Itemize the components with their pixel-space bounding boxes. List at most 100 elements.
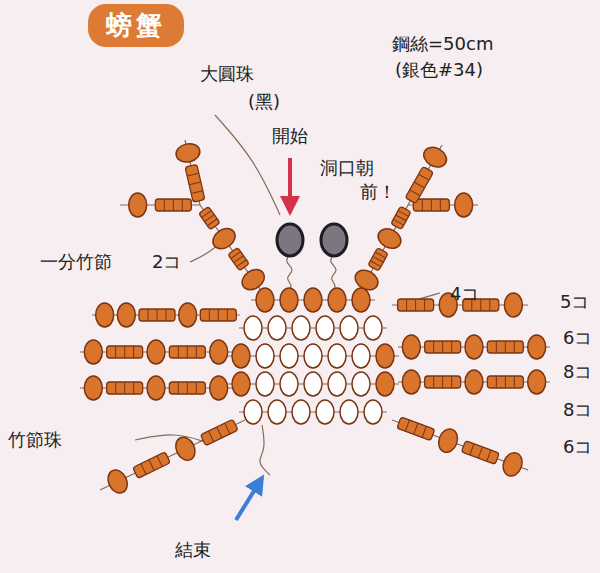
bamboo-bead [425,341,461,353]
bamboo-bead [169,346,205,358]
round-bead [256,344,274,368]
round-bead [364,400,382,424]
round-bead [280,372,298,396]
bamboo-bead [139,309,175,321]
round-bead [328,344,346,368]
bamboo-bead [391,206,411,229]
count-label: 5コ [560,292,589,313]
round-bead [280,288,298,312]
bamboo-bead [200,419,238,445]
bead-color: (黑) [248,92,280,113]
round-bead [117,303,135,327]
bamboo-bead [199,207,220,230]
bamboo-bead [425,376,461,388]
round-bead [256,372,274,396]
round-bead [455,193,473,217]
eye-bead [277,224,303,256]
bamboo-bead [155,199,191,211]
bead-name: 竹節珠 [8,430,62,451]
round-bead [147,340,165,364]
hole-note: 前！ [360,182,396,203]
wire-length: 鋼絲=50cm [392,34,493,55]
round-bead [280,344,298,368]
bamboo-bead [200,309,236,321]
round-bead [465,370,483,394]
round-bead [340,316,358,340]
round-bead [244,400,262,424]
round-bead [352,344,370,368]
round-bead [316,400,334,424]
round-bead [402,370,420,394]
round-bead [465,335,483,359]
round-bead [147,376,165,400]
bamboo-bead [228,248,249,271]
eye-bead [321,224,347,256]
round-bead [504,293,522,317]
round-bead [436,426,461,455]
round-bead [129,193,147,217]
round-bead [104,467,131,496]
bamboo-bead [169,382,205,394]
wire-color: (銀色#34) [395,60,483,81]
bamboo-bead [487,341,523,353]
round-bead [84,376,102,400]
bamboo-bead [405,166,433,203]
count-label: 6コ [563,437,592,458]
round-bead [376,372,394,396]
round-bead [292,400,310,424]
bamboo-bead [461,441,499,465]
round-bead [292,316,310,340]
wire-line [286,254,292,292]
count-label: 6コ [563,328,592,349]
bamboo-bead [397,417,435,441]
end-arrow [236,478,262,520]
round-bead [352,288,370,312]
round-bead [268,400,286,424]
round-bead [256,288,274,312]
round-bead [244,316,262,340]
round-bead [328,372,346,396]
wire-line [190,245,218,262]
title-text: 螃蟹 [106,8,166,43]
bamboo-bead [133,452,171,478]
bamboo-bead [185,164,205,202]
hole-note: 洞口朝 [320,158,374,179]
round-bead [174,141,201,164]
bamboo-bead [107,382,143,394]
round-bead [340,400,358,424]
wire-line [330,254,336,292]
round-bead [304,372,322,396]
bead-name: 一分竹節 [40,252,112,273]
bamboo-bead [398,299,434,311]
round-bead [328,288,346,312]
round-bead [210,340,228,364]
round-bead [304,344,322,368]
round-bead [210,376,228,400]
wire-line [135,435,205,442]
round-bead [179,303,197,327]
round-bead [420,143,450,170]
count-label: 8コ [563,400,592,421]
round-bead [268,316,286,340]
bamboo-bead [413,199,449,211]
count-label: 4コ [450,284,479,305]
start-label: 開始 [272,126,308,147]
bamboo-bead [487,376,523,388]
title-badge: 螃蟹 [88,4,184,47]
round-bead [528,335,546,359]
count-label: 2コ [152,252,181,273]
round-bead [500,450,525,479]
count-label: 8コ [563,362,592,383]
end-label: 結束 [175,540,211,561]
wire-line [215,115,280,215]
round-bead [376,344,394,368]
round-bead [304,288,322,312]
round-bead [528,370,546,394]
round-bead [232,344,250,368]
round-bead [316,316,334,340]
bamboo-bead [107,346,143,358]
bamboo-bead [368,248,388,271]
wire-line [260,425,270,475]
round-bead [209,224,239,253]
